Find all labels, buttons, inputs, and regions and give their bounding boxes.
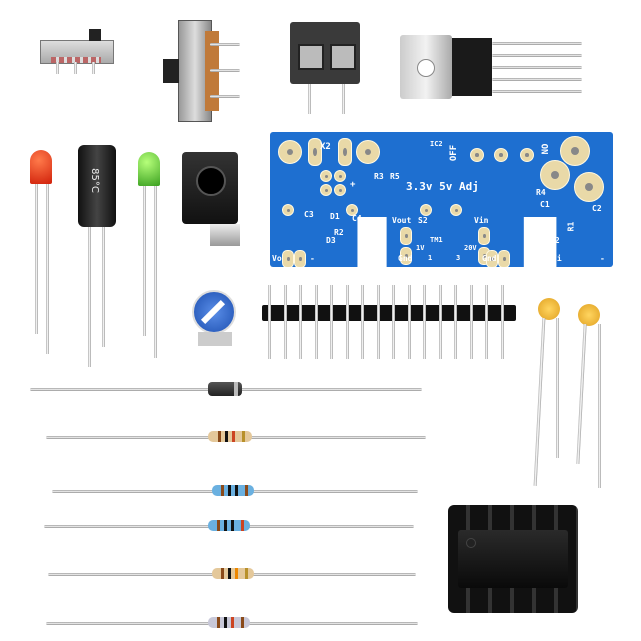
silk-gnd-right: Gnd (482, 254, 497, 263)
header-pin (299, 285, 302, 359)
silk-r1: R1 (566, 221, 576, 232)
pin-header (262, 305, 516, 321)
resistor-5 (208, 617, 250, 628)
silk-vi: Vi (552, 254, 562, 263)
silk-r3: R3 (374, 172, 384, 181)
silk-c4: C4 (352, 214, 362, 223)
silk-d1: D1 (330, 212, 340, 221)
header-pin (330, 285, 333, 359)
header-pin (345, 285, 349, 359)
header-pin (314, 285, 318, 359)
pcb-board: X2 IC2 OFF ON R3 R5 3.3v 5v Adj R4 C1 C2… (270, 132, 613, 267)
dc-barrel-jack (182, 152, 238, 224)
ceramic-capacitor-1 (538, 298, 560, 320)
silk-r5: R5 (390, 172, 400, 181)
resistor-4 (212, 568, 254, 579)
header-pin (361, 285, 364, 359)
silk-plus: + (350, 180, 356, 190)
voltage-regulator-to220 (400, 35, 452, 99)
electrolytic-capacitor: 85°C (78, 145, 116, 227)
header-pin (392, 285, 395, 359)
silk-minus-left: - (310, 254, 315, 263)
header-pin (469, 285, 473, 359)
silk-1v: 1V (416, 244, 425, 252)
silk-minus-right: - (600, 254, 605, 263)
resistor-3 (208, 520, 250, 531)
silk-c3: C3 (304, 210, 314, 219)
silk-vin: Vin (474, 216, 489, 225)
silk-x2: X2 (320, 142, 331, 152)
header-pin (454, 285, 457, 359)
silk-c1: C1 (540, 200, 550, 209)
silk-gnd-left: Gnd (398, 254, 413, 263)
silk-vo: Vo (272, 254, 282, 263)
header-pin (376, 285, 380, 359)
silk-voltages: 3.3v 5v Adj (406, 180, 479, 193)
header-pin (500, 285, 504, 359)
silk-vout: Vout (392, 216, 412, 225)
silk-tm1: TM1 (430, 236, 443, 244)
header-pin (438, 285, 442, 359)
silk-on: ON (538, 143, 549, 155)
green-led (138, 152, 160, 186)
ic-chip (458, 530, 568, 588)
silk-pin3: 3 (456, 254, 461, 262)
trim-potentiometer (192, 290, 236, 334)
silk-d2: D2 (550, 236, 560, 245)
header-pin (423, 285, 426, 359)
capacitor-label: 85°C (88, 168, 100, 193)
silk-off: OFF (449, 144, 460, 162)
silk-pin1: 1 (428, 254, 433, 262)
silk-r2: R2 (334, 228, 344, 237)
silk-r4: R4 (536, 188, 546, 197)
diode (208, 382, 242, 396)
large-slide-switch (163, 20, 219, 122)
header-pin (283, 285, 287, 359)
silk-d3: D3 (326, 236, 336, 245)
header-pin (407, 285, 411, 359)
silk-s2: S2 (418, 216, 428, 225)
resistor-2 (212, 485, 254, 496)
red-led (30, 150, 52, 184)
silk-20v: 20V (464, 244, 477, 252)
ceramic-capacitor-2 (578, 304, 600, 326)
silk-ic2: IC2 (430, 140, 443, 148)
screw-terminal-block (290, 22, 360, 84)
resistor-1 (208, 431, 252, 442)
header-pin (485, 285, 488, 359)
small-slide-switch (40, 29, 114, 64)
header-pin (268, 285, 271, 359)
silk-c2: C2 (592, 204, 602, 213)
